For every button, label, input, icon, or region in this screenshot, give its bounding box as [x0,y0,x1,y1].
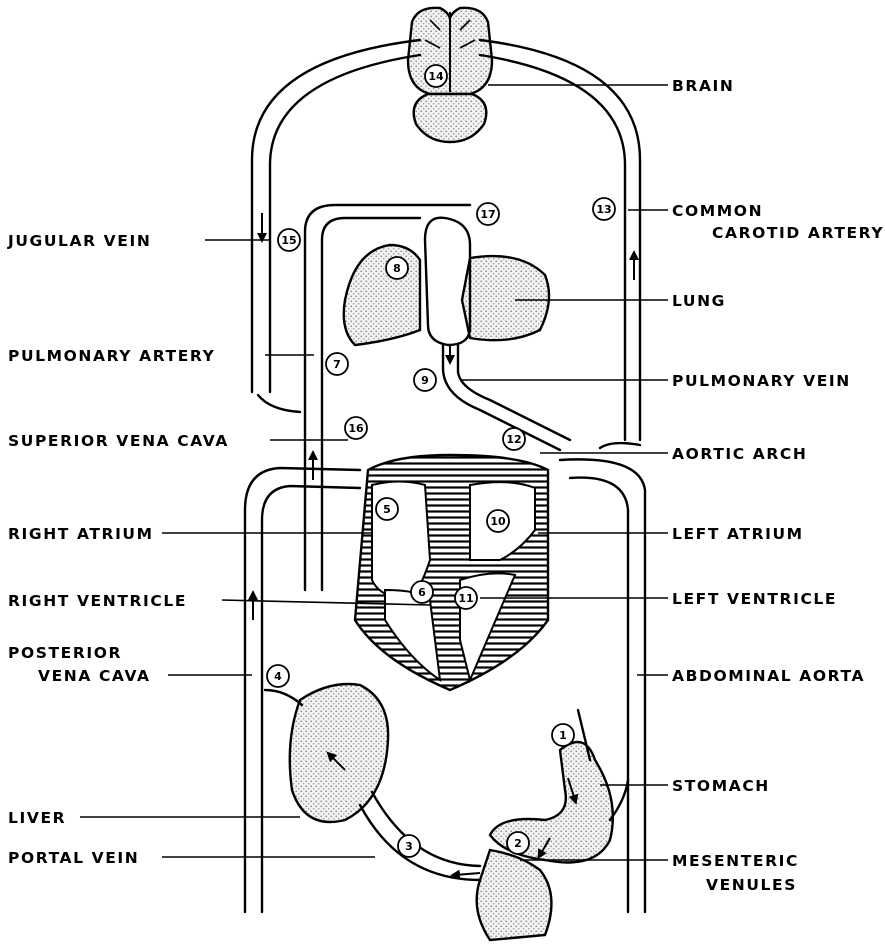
label-jugular-vein: JUGULAR VEIN [7,232,151,250]
label-left-ventricle: LEFT VENTRICLE [672,590,837,608]
step-11-marker: 11 [455,587,477,609]
step-14-marker: 14 [425,65,447,87]
label-common-carotid-2: CAROTID ARTERY [712,224,884,242]
label-mesenteric-1: MESENTERIC [672,852,799,870]
label-superior-vena-cava: SUPERIOR VENA CAVA [8,432,229,450]
step-10-marker: 10 [487,510,509,532]
step-7-marker: 7 [326,353,348,375]
lung-organ [344,218,549,345]
label-right-atrium: RIGHT ATRIUM [8,525,154,543]
svg-text:16: 16 [348,422,364,435]
label-pulmonary-vein: PULMONARY VEIN [672,372,851,390]
step-12-marker: 12 [503,428,525,450]
svg-text:11: 11 [458,592,473,605]
step-9-marker: 9 [414,369,436,391]
step-16-marker: 16 [345,417,367,439]
label-common-carotid-1: COMMON [672,202,763,220]
step-6-marker: 6 [411,581,433,603]
stomach-organ [477,742,613,940]
liver-organ [290,684,388,822]
step-2-marker: 2 [507,832,529,854]
step-4-marker: 4 [267,665,289,687]
label-stomach: STOMACH [672,777,770,795]
label-left-atrium: LEFT ATRIUM [672,525,804,543]
svg-text:10: 10 [490,515,506,528]
label-portal-vein: PORTAL VEIN [8,849,139,867]
label-brain: BRAIN [672,77,735,95]
svg-text:2: 2 [514,837,522,850]
svg-text:15: 15 [281,234,296,247]
svg-text:7: 7 [333,358,341,371]
label-lung: LUNG [672,292,726,310]
label-liver: LIVER [8,809,66,827]
step-1-marker: 1 [552,724,574,746]
step-5-marker: 5 [376,498,398,520]
svg-text:3: 3 [405,840,413,853]
step-13-marker: 13 [593,198,615,220]
svg-text:14: 14 [428,70,444,83]
svg-text:5: 5 [383,503,391,516]
label-pulmonary-artery: PULMONARY ARTERY [8,347,215,365]
svg-text:8: 8 [393,262,401,275]
label-posterior-vena-cava-1: POSTERIOR [8,644,122,662]
label-posterior-vena-cava-2: VENA CAVA [38,667,151,685]
svg-text:6: 6 [418,586,426,599]
svg-text:4: 4 [274,670,282,683]
step-15-marker: 15 [278,229,300,251]
svg-text:17: 17 [480,208,495,221]
svg-text:1: 1 [559,729,567,742]
label-mesenteric-2: VENULES [706,876,797,894]
label-aortic-arch: AORTIC ARCH [672,445,807,463]
svg-text:13: 13 [596,203,611,216]
step-8-marker: 8 [386,257,408,279]
step-17-marker: 17 [477,203,499,225]
label-right-ventricle: RIGHT VENTRICLE [8,592,187,610]
brain-organ [408,8,492,142]
label-abdominal-aorta: ABDOMINAL AORTA [672,667,865,685]
svg-text:12: 12 [506,433,521,446]
step-3-marker: 3 [398,835,420,857]
heart-organ [355,455,548,690]
svg-text:9: 9 [421,374,429,387]
